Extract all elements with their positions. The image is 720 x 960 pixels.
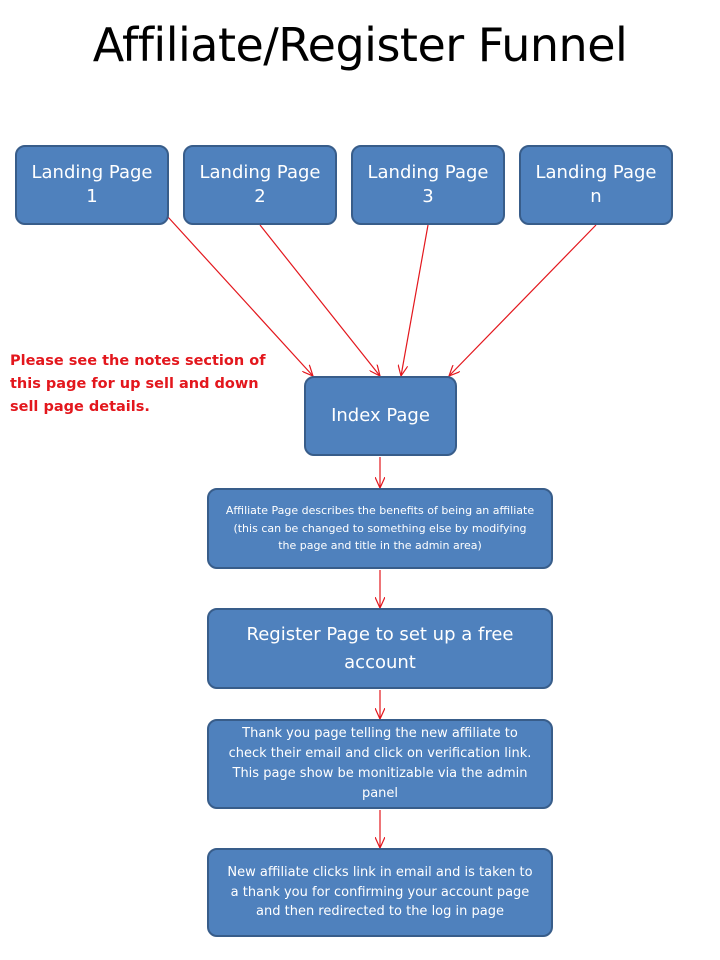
confirmation-page-box: New affiliate clicks link in email and i… bbox=[207, 848, 553, 937]
landing-page-3-box: Landing Page 3 bbox=[351, 145, 505, 225]
landing-page-n-box: Landing Page n bbox=[519, 145, 673, 225]
landing-page-1-label: Landing Page 1 bbox=[31, 161, 153, 207]
landing-page-2-box: Landing Page 2 bbox=[183, 145, 337, 225]
register-page-box: Register Page to set up a free account bbox=[207, 608, 553, 689]
index-page-label: Index Page bbox=[331, 404, 430, 426]
notes-callout: Please see the notes section of this pag… bbox=[10, 353, 266, 416]
confirmation-page-label: New affiliate clicks link in email and i… bbox=[227, 865, 533, 920]
landing-page-1-box: Landing Page 1 bbox=[15, 145, 169, 225]
arrow-landing-n-to-index bbox=[449, 224, 597, 376]
arrow-landing-1-to-index bbox=[167, 216, 313, 376]
landing-page-3-label: Landing Page 3 bbox=[367, 161, 489, 207]
affiliate-page-box: Affiliate Page describes the benefits of… bbox=[207, 488, 553, 569]
affiliate-page-label: Affiliate Page describes the benefits of… bbox=[225, 504, 535, 553]
thank-you-page-box: Thank you page telling the new affiliate… bbox=[207, 719, 553, 809]
arrow-landing-3-to-index bbox=[401, 224, 429, 376]
landing-page-2-label: Landing Page 2 bbox=[199, 161, 321, 207]
index-page-box: Index Page bbox=[304, 376, 457, 456]
register-page-label: Register Page to set up a free account bbox=[246, 623, 514, 673]
diagram-title: Affiliate/Register Funnel bbox=[92, 18, 628, 72]
landing-page-n-label: Landing Page n bbox=[535, 161, 657, 207]
thank-you-page-label: Thank you page telling the new affiliate… bbox=[228, 725, 532, 802]
arrow-landing-2-to-index bbox=[259, 224, 380, 376]
